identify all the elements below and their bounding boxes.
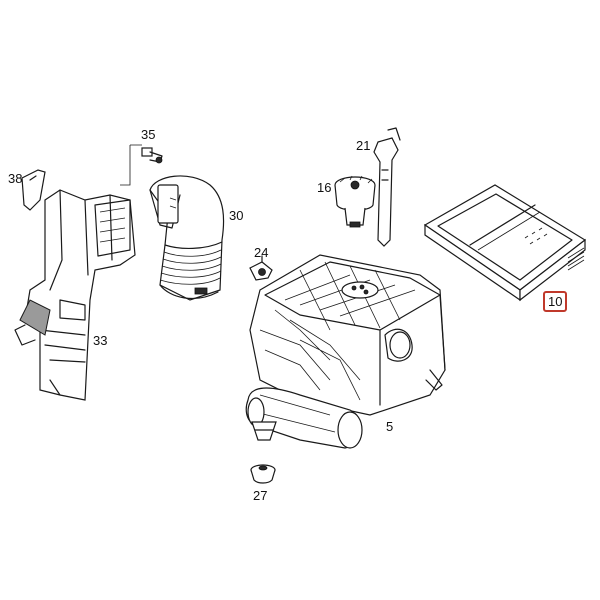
callout-33: 33	[93, 333, 108, 348]
callout-5: 5	[386, 419, 394, 434]
clip-screw-part	[141, 147, 163, 164]
small-clip-part	[249, 255, 273, 281]
grommet-part	[250, 421, 277, 484]
callout-24: 24	[254, 245, 269, 260]
callout-27: 27	[253, 488, 268, 503]
bracket-part	[21, 169, 46, 211]
sensor-part	[334, 175, 376, 228]
leader-35	[120, 144, 142, 186]
callout-10-highlighted: 10	[543, 291, 568, 312]
corrugated-hose-part	[149, 175, 225, 301]
resonator-tube-part	[245, 387, 363, 449]
air-filter-housing-part	[249, 254, 446, 416]
callout-35: 35	[141, 127, 156, 142]
intake-duct-part	[14, 189, 136, 401]
callout-21: 21	[356, 138, 371, 153]
strap-part	[373, 127, 401, 247]
filter-element-part	[423, 184, 587, 302]
callout-38: 38	[8, 171, 23, 186]
callout-16: 16	[317, 180, 332, 195]
callout-30: 30	[229, 208, 244, 223]
